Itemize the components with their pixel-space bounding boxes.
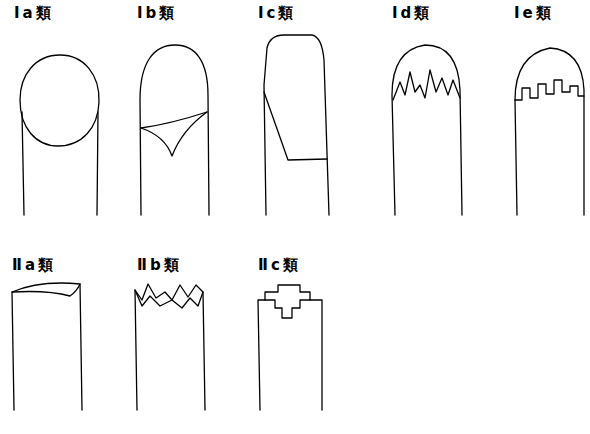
type-ib-figure: [140, 45, 209, 215]
rod-edge: [97, 112, 98, 215]
type-label: Ⅱb類: [137, 258, 182, 273]
type-label: Ⅰd類: [392, 6, 432, 21]
defect-edge: [141, 112, 207, 156]
type-iia-figure: [12, 283, 82, 410]
stepped-edge: [265, 300, 310, 318]
rod-outline: [264, 35, 329, 215]
type-label: Ⅰc類: [258, 6, 296, 21]
defect-edge: [12, 284, 80, 296]
type-ie-figure: [515, 48, 584, 215]
type-iic-figure: [258, 285, 322, 410]
rod-outline: [135, 284, 205, 410]
type-iib-figure: [135, 284, 205, 410]
round-defect: [20, 55, 99, 146]
rod-outline: [392, 45, 462, 215]
rod-outline: [12, 283, 82, 410]
rod-outline: [258, 285, 322, 410]
type-label: Ⅰb類: [137, 6, 177, 21]
type-label: Ⅱc類: [258, 258, 301, 273]
type-label: Ⅰe類: [514, 6, 554, 21]
type-ia-figure: [20, 55, 99, 215]
jagged-edge: [393, 70, 460, 100]
type-ic-figure: [264, 35, 329, 215]
type-label: Ⅰa類: [14, 6, 54, 21]
rod-outline: [515, 48, 584, 215]
type-id-figure: [392, 45, 462, 215]
defect-edge: [264, 92, 327, 160]
stepped-edge: [515, 80, 584, 100]
rod-outline: [140, 45, 209, 215]
rod-edge: [22, 112, 24, 215]
jagged-edge: [135, 290, 203, 308]
type-label: Ⅱa類: [12, 258, 56, 273]
